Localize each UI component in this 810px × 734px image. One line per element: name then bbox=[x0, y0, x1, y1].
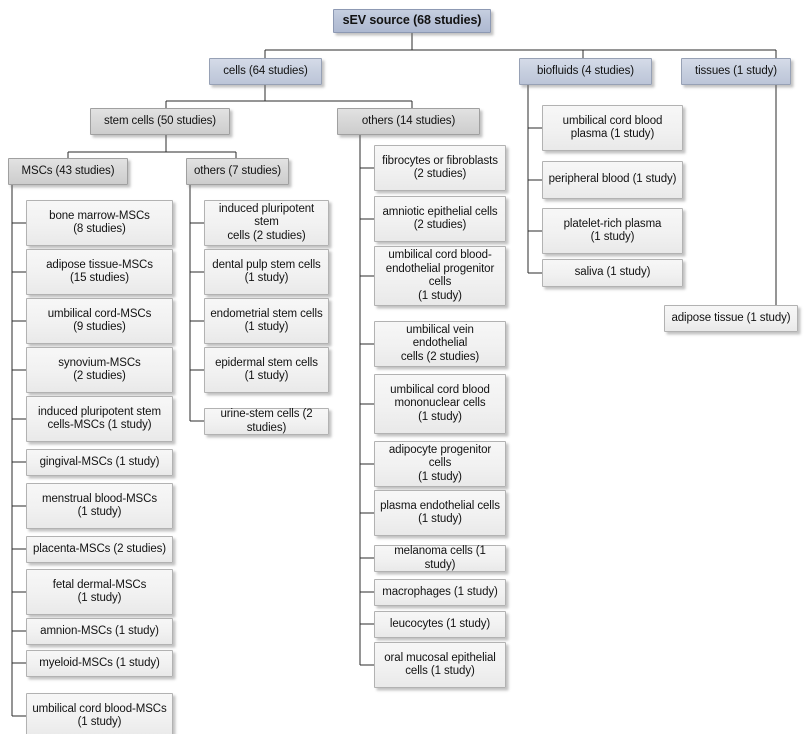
node-label: peripheral blood (1 study) bbox=[548, 173, 677, 186]
node-label: umbilical cord blood-endothelial progeni… bbox=[385, 249, 495, 302]
node-label: amniotic epithelial cells(2 studies) bbox=[382, 205, 498, 232]
leaf-synovium-mscs[interactable]: synovium-MSCs(2 studies) bbox=[26, 347, 173, 393]
leaf-placenta-mscs[interactable]: placenta-MSCs (2 studies) bbox=[26, 536, 173, 563]
leaf-umbilical-cord-blood-mscs[interactable]: umbilical cord blood-MSCs(1 study) bbox=[26, 693, 173, 734]
node-label: placenta-MSCs (2 studies) bbox=[33, 542, 166, 555]
leaf-bone-marrow-mscs[interactable]: bone marrow-MSCs(8 studies) bbox=[26, 200, 173, 246]
leaf-adipose-tissue-mscs[interactable]: adipose tissue-MSCs(15 studies) bbox=[26, 249, 173, 295]
node-label: umbilical cord-MSCs(9 studies) bbox=[47, 307, 152, 334]
node-label: cells (64 studies) bbox=[223, 64, 308, 77]
leaf-macrophages[interactable]: macrophages (1 study) bbox=[374, 579, 506, 606]
leaf-platelet-rich-plasma[interactable]: platelet-rich plasma(1 study) bbox=[542, 208, 683, 254]
node-label: tissues (1 study) bbox=[694, 64, 778, 77]
node-label: adipose tissue (1 study) bbox=[671, 311, 791, 324]
leaf-umbilical-cord-mscs[interactable]: umbilical cord-MSCs(9 studies) bbox=[26, 298, 173, 344]
leaf-endometrial-stem-cells[interactable]: endometrial stem cells(1 study) bbox=[204, 298, 329, 344]
node-label: fibrocytes or fibroblasts(2 studies) bbox=[382, 154, 498, 181]
node-label: saliva (1 study) bbox=[574, 266, 651, 279]
leaf-fetal-dermal-mscs[interactable]: fetal dermal-MSCs(1 study) bbox=[26, 569, 173, 615]
node-label: plasma endothelial cells(1 study) bbox=[380, 499, 500, 526]
node-biofluids[interactable]: biofluids (4 studies) bbox=[519, 58, 652, 85]
node-label: synovium-MSCs(2 studies) bbox=[58, 356, 141, 383]
node-stem-others[interactable]: others (7 studies) bbox=[186, 158, 289, 185]
node-cell-others[interactable]: others (14 studies) bbox=[337, 108, 480, 135]
leaf-dental-pulp-stem-cells[interactable]: dental pulp stem cells(1 study) bbox=[204, 249, 329, 295]
node-label: others (14 studies) bbox=[361, 114, 456, 127]
node-label: others (7 studies) bbox=[193, 164, 282, 177]
node-label: platelet-rich plasma(1 study) bbox=[563, 217, 662, 244]
node-label: melanoma cells (1 study) bbox=[394, 545, 486, 571]
leaf-leucocytes[interactable]: leucocytes (1 study) bbox=[374, 611, 506, 638]
leaf-menstrual-blood-mscs[interactable]: menstrual blood-MSCs(1 study) bbox=[26, 483, 173, 529]
node-label: adipose tissue-MSCs(15 studies) bbox=[46, 258, 153, 285]
leaf-saliva[interactable]: saliva (1 study) bbox=[542, 259, 683, 287]
node-label: sEV source (68 studies) bbox=[342, 13, 482, 28]
leaf-melanoma-cells[interactable]: melanoma cells (1 study) bbox=[374, 545, 506, 572]
node-tissues[interactable]: tissues (1 study) bbox=[681, 58, 791, 85]
leaf-ucb-endothelial-progenitor-cells[interactable]: umbilical cord blood-endothelial progeni… bbox=[374, 246, 506, 306]
node-mscs[interactable]: MSCs (43 studies) bbox=[8, 158, 128, 185]
node-label: leucocytes (1 study) bbox=[389, 617, 491, 630]
leaf-gingival-mscs[interactable]: gingival-MSCs (1 study) bbox=[26, 449, 173, 476]
leaf-amniotic-epithelial-cells[interactable]: amniotic epithelial cells(2 studies) bbox=[374, 196, 506, 242]
node-label: macrophages (1 study) bbox=[382, 585, 498, 598]
node-label: epidermal stem cells(1 study) bbox=[215, 356, 318, 383]
node-label: MSCs (43 studies) bbox=[21, 164, 115, 177]
node-label: adipocyte progenitor cells(1 study) bbox=[388, 443, 492, 483]
node-stem-cells[interactable]: stem cells (50 studies) bbox=[90, 108, 230, 135]
leaf-fibrocytes-or-fibroblasts[interactable]: fibrocytes or fibroblasts(2 studies) bbox=[374, 145, 506, 191]
node-label: amnion-MSCs (1 study) bbox=[40, 624, 159, 637]
leaf-plasma-endothelial-cells[interactable]: plasma endothelial cells(1 study) bbox=[374, 490, 506, 536]
leaf-epidermal-stem-cells[interactable]: epidermal stem cells(1 study) bbox=[204, 347, 329, 393]
leaf-peripheral-blood[interactable]: peripheral blood (1 study) bbox=[542, 161, 683, 199]
node-label: umbilical cord blood-MSCs(1 study) bbox=[32, 702, 167, 729]
node-label: dental pulp stem cells(1 study) bbox=[212, 258, 321, 285]
node-label: biofluids (4 studies) bbox=[537, 64, 634, 77]
node-label: fetal dermal-MSCs(1 study) bbox=[52, 578, 147, 605]
node-label: urine-stem cells (2 studies) bbox=[220, 408, 313, 434]
leaf-adipose-tissue[interactable]: adipose tissue (1 study) bbox=[664, 305, 798, 332]
node-cells[interactable]: cells (64 studies) bbox=[209, 58, 322, 85]
leaf-amnion-mscs[interactable]: amnion-MSCs (1 study) bbox=[26, 618, 173, 645]
node-label: bone marrow-MSCs(8 studies) bbox=[49, 209, 150, 236]
node-root[interactable]: sEV source (68 studies) bbox=[333, 9, 491, 33]
node-label: myeloid-MSCs (1 study) bbox=[39, 656, 160, 669]
leaf-urine-stem-cells[interactable]: urine-stem cells (2 studies) bbox=[204, 408, 329, 435]
node-label: menstrual blood-MSCs(1 study) bbox=[42, 492, 157, 519]
node-label: endometrial stem cells(1 study) bbox=[210, 307, 323, 334]
leaf-adipocyte-progenitor-cells[interactable]: adipocyte progenitor cells(1 study) bbox=[374, 441, 506, 487]
node-label: gingival-MSCs (1 study) bbox=[39, 455, 160, 468]
node-label: stem cells (50 studies) bbox=[103, 114, 217, 127]
leaf-myeloid-mscs[interactable]: myeloid-MSCs (1 study) bbox=[26, 650, 173, 677]
